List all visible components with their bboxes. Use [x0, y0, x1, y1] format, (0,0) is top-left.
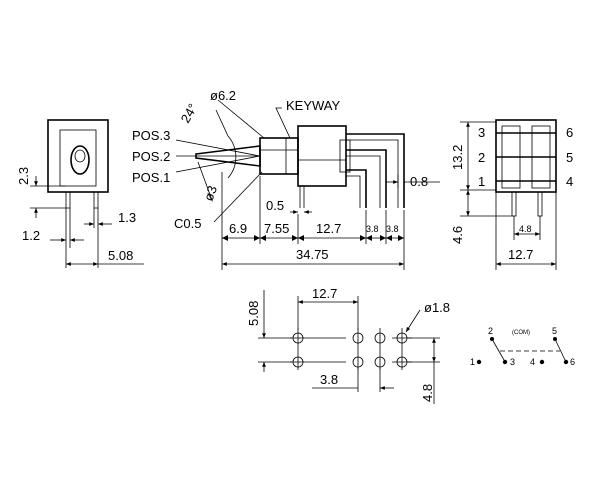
- pin-label-2: 2: [478, 150, 485, 165]
- dim-hole-diameter: ø1.8: [424, 300, 450, 315]
- terminal-label-3: 3: [510, 357, 515, 367]
- com-label: (COM): [512, 330, 530, 336]
- side-view: POS.3 POS.2 POS.1 24° ø6.2 KEYWAY ø3 C0.…: [132, 88, 440, 270]
- dim-pcb-3-8: 3.8: [320, 372, 338, 387]
- dim-4-8: 4.8: [519, 224, 532, 234]
- dim-pin-pitch: 5.08: [108, 248, 133, 263]
- schematic: (COM) 2 5 1 3 4 6: [470, 326, 575, 367]
- pin-label-1: 1: [478, 174, 485, 189]
- switch-body: [297, 125, 347, 187]
- dim-3-8-a: 3.8: [366, 224, 379, 234]
- dim-12-7: 12.7: [316, 221, 341, 236]
- lever-pos1: [175, 155, 261, 173]
- label-pos3: POS.3: [132, 128, 170, 143]
- dim-7-55: 7.55: [264, 221, 289, 236]
- front-pin-left: [65, 191, 71, 209]
- end-pin-left: [511, 191, 517, 217]
- dim-end-width: 12.7: [508, 247, 533, 262]
- pin-label-5: 5: [566, 150, 573, 165]
- terminal-label-6: 6: [570, 357, 575, 367]
- terminal-middle: [346, 149, 387, 208]
- terminal-6: [563, 359, 569, 365]
- dim-pin-offset: 1.3: [118, 210, 136, 225]
- end-view: 3 2 1 6 5 4 13.2 4.6 4.8 12.7: [450, 119, 573, 270]
- pin-label-3: 3: [478, 125, 485, 140]
- terminal-label-1: 1: [470, 357, 475, 367]
- pcb-layout: 5.08 12.7 ø1.8 3.8 4.8: [246, 286, 450, 404]
- dim-pcb-5-08: 5.08: [246, 301, 261, 326]
- dim-lever-diameter: ø3: [201, 184, 220, 203]
- dim-front-height: 2.3: [16, 167, 31, 185]
- label-pos1: POS.1: [132, 170, 170, 185]
- dim-0-8: 0.8: [410, 174, 428, 189]
- end-housing: [495, 119, 557, 193]
- pin-label-4: 4: [566, 174, 573, 189]
- terminal-1: [476, 359, 482, 365]
- toggle-lever: [70, 145, 90, 175]
- label-pos2: POS.2: [132, 149, 170, 164]
- front-pin-right: [93, 191, 99, 209]
- dim-shaft-diameter: ø6.2: [210, 88, 236, 103]
- dim-total-length: 34.75: [296, 247, 329, 262]
- switch-contact-left: [491, 338, 505, 361]
- terminal-upper: [346, 133, 405, 208]
- switch-contact-right: [554, 338, 566, 361]
- dim-pcb-4-8: 4.8: [420, 384, 435, 402]
- dim-4-6: 4.6: [450, 226, 465, 244]
- front-view: 2.3 1.2 1.3 5.08: [16, 119, 144, 268]
- lever-pos3: [175, 139, 261, 157]
- terminal-label-2: 2: [488, 326, 493, 336]
- angle-label: 24°: [178, 101, 201, 126]
- pin-label-6: 6: [566, 125, 573, 140]
- front-housing: [47, 119, 109, 193]
- terminal-lower: [346, 169, 367, 208]
- label-keyway: KEYWAY: [286, 98, 341, 113]
- bushing: [259, 137, 299, 175]
- terminal-4: [539, 359, 545, 365]
- dim-0-5: 0.5: [266, 198, 284, 213]
- dim-13-2: 13.2: [450, 145, 465, 170]
- dim-pcb-12-7: 12.7: [312, 286, 337, 301]
- dim-pin-width: 1.2: [22, 228, 40, 243]
- terminal-3: [502, 359, 508, 365]
- terminal-label-5: 5: [552, 326, 557, 336]
- terminal-label-4: 4: [530, 357, 535, 367]
- label-chamfer: C0.5: [174, 216, 201, 231]
- end-pin-right: [537, 191, 543, 217]
- dim-3-8-b: 3.8: [386, 224, 399, 234]
- dim-6-9: 6.9: [229, 221, 247, 236]
